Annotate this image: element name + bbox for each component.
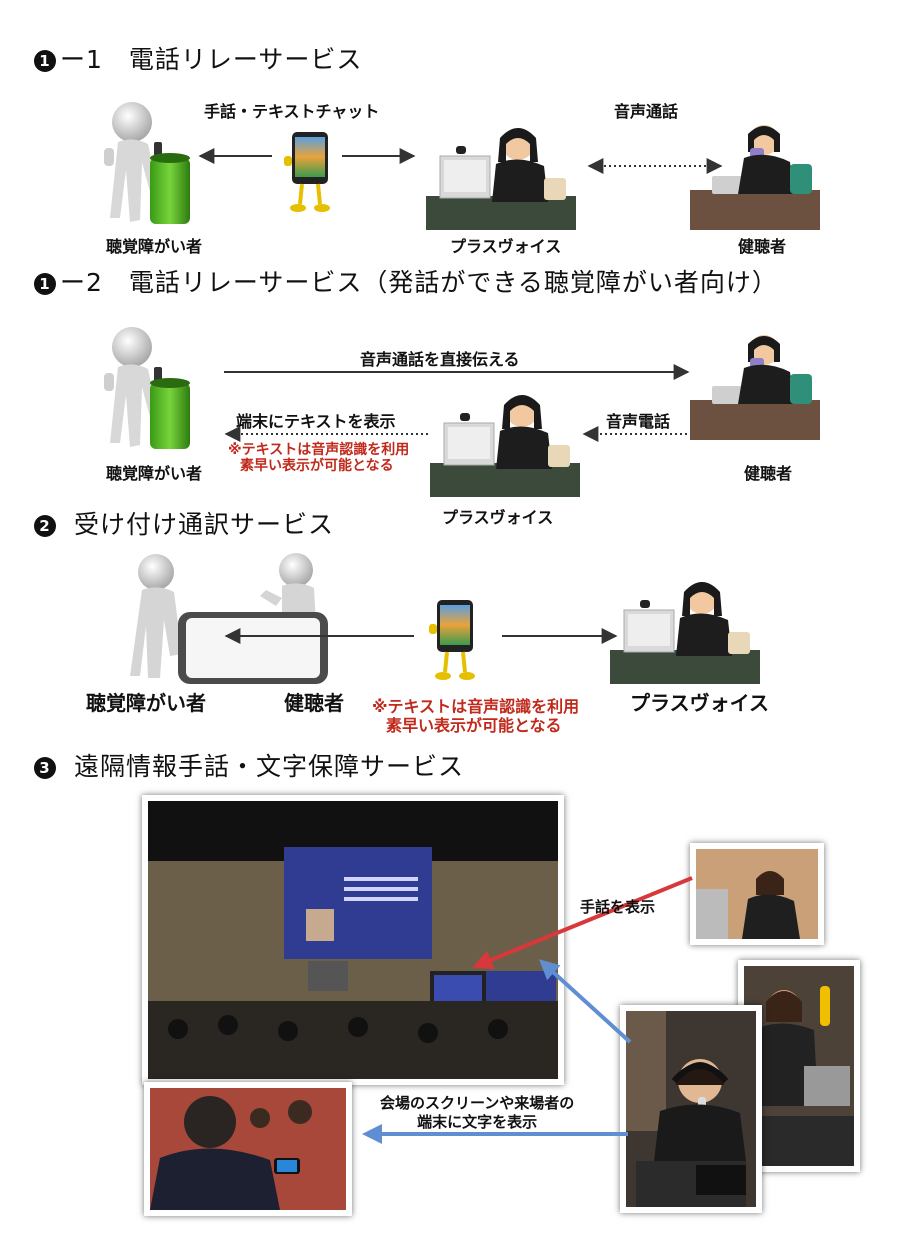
operator-label-s2: プラスヴォイス [442,508,554,527]
section-heading-2: 2 受け付け通訳サービス [34,505,334,541]
phone-mascot-icon [429,600,475,680]
sign-interpreter-photo [690,843,824,945]
arrow-dotted-right-s2 [582,426,692,442]
audience-photo [144,1082,352,1216]
two-figures-tablet-icon [130,553,328,684]
chat-label: 手話・テキストチャット [204,102,380,121]
arrow-direct-s2 [224,364,690,380]
note-line-1: ※テキストは音声認識を利用 [228,442,410,458]
operator-desk-icon [430,395,580,497]
voice-recognition-note: ※テキストは音声認識を利用 素早い表示が可能となる [228,442,409,474]
captioner-photo [738,960,860,1172]
captioner-illustration [744,966,854,1166]
section-title: ー2 電話リレーサービス（発話ができる聴覚障がい者向け） [60,268,778,297]
arrow-dotted-left-s2 [224,426,428,442]
voice-captioner-illustration [626,1011,756,1207]
section-title: 遠隔情報手話・文字保障サービス [74,752,465,781]
voice-phone-label: 音声電話 [606,412,671,431]
note-line-1: ※テキストは音声認識を利用 [372,697,580,716]
voice-captioner-photo [620,1005,762,1213]
section-title: ー1 電話リレーサービス [60,45,363,74]
sign-display-label: 手話を表示 [580,898,656,916]
hearing-label-s3: 健聴者 [284,691,344,715]
user-label-s2: 聴覚障がい者 [106,464,203,483]
arrow-left-s1 [198,148,272,164]
arrow-right-s3 [502,628,618,644]
note-line-2: 素早い表示が可能となる [386,716,562,735]
text-arrow-blue-audience [362,1124,628,1144]
sign-arrow-red [472,876,693,970]
section-number-badge: 1 [34,50,56,72]
arrow-dotted-s1 [587,158,723,174]
section-number-badge: 1 [34,273,56,295]
section-number-badge: 3 [34,757,56,779]
text-display-label: 会場のスクリーンや来場者の 端末に文字を表示 [380,1094,574,1132]
operator-desk-icon [610,582,760,684]
operator-desk-icon [426,128,576,230]
sign-interpreter-illustration [696,849,818,939]
hearing-label-s1: 健聴者 [738,237,787,256]
hearing-impaired-figure-icon [104,102,190,224]
voice-recognition-note: ※テキストは音声認識を利用 素早い表示が可能となる [372,697,579,735]
show-text-label: 端末にテキストを表示 [236,412,396,431]
hearing-person-desk-icon [690,335,820,440]
user-label-s3: 聴覚障がい者 [86,691,206,715]
section-heading-3: 3 遠隔情報手話・文字保障サービス [34,747,464,783]
text-display-line-1: 会場のスクリーンや来場者の [380,1094,575,1112]
text-arrow-blue-screen [539,959,632,1044]
user-label-s1: 聴覚障がい者 [106,237,203,256]
voice-call-label: 音声通話 [614,102,679,121]
hearing-impaired-figure-icon [104,327,190,449]
note-line-2: 素早い表示が可能となる [240,458,394,474]
arrow-right-s1 [342,148,416,164]
section-number-badge: 2 [34,515,56,537]
operator-label-s3: プラスヴォイス [630,691,769,715]
text-display-line-2: 端末に文字を表示 [417,1113,538,1131]
operator-label-s1: プラスヴォイス [450,237,562,256]
conference-hall-photo [142,795,564,1085]
hearing-person-desk-icon [690,125,820,230]
direct-voice-label: 音声通話を直接伝える [360,350,520,369]
arrow-left-s3 [224,628,414,644]
phone-mascot-icon [284,132,330,212]
section-title: 受け付け通訳サービス [74,510,335,539]
hearing-label-s2: 健聴者 [744,464,793,483]
audience-illustration [150,1088,346,1210]
conference-hall-illustration [148,801,558,1079]
